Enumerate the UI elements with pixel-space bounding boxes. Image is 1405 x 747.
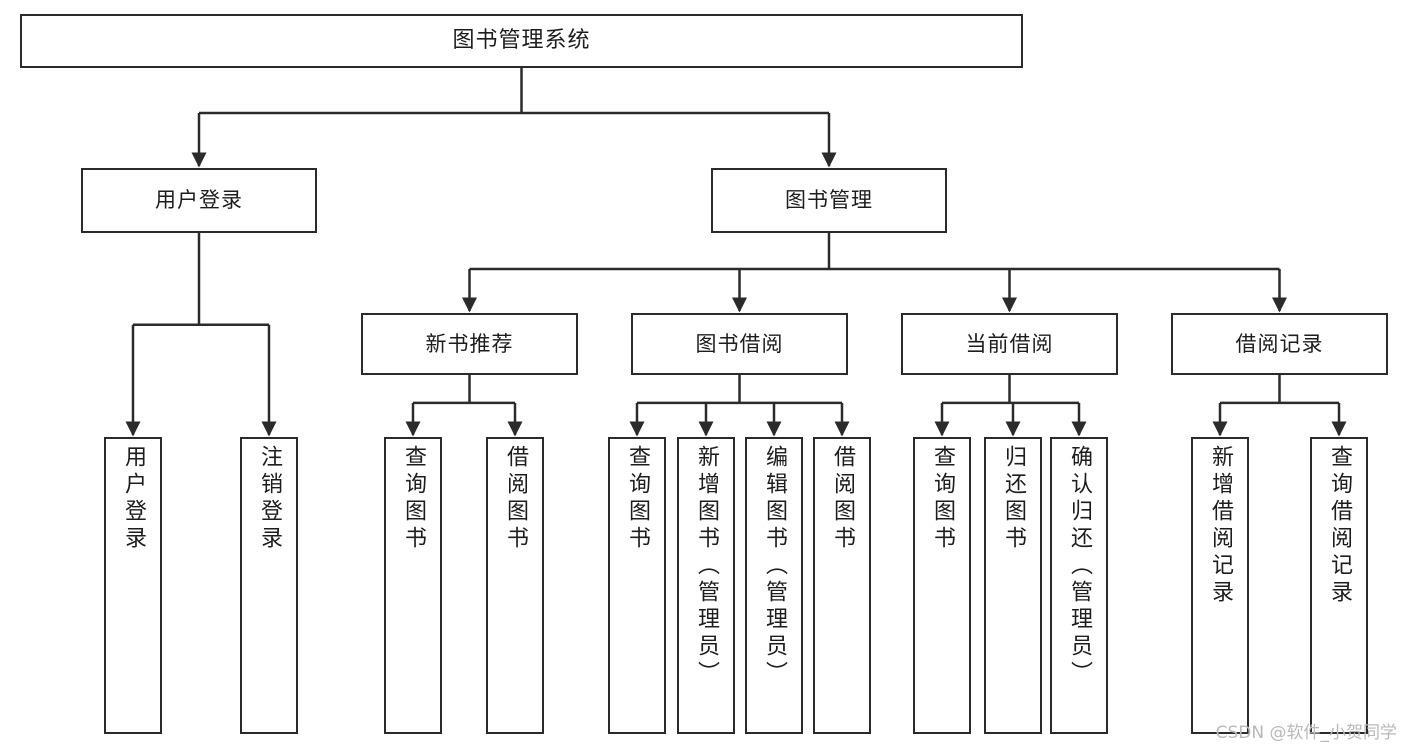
node-label: 图书管理 [785, 188, 873, 213]
node-label: 查询借阅记录 [1327, 445, 1352, 607]
node-label: 当前借阅 [965, 331, 1054, 356]
diagram-node-lf-8[interactable]: 借阅图书 [813, 437, 871, 734]
node-label: 借阅记录 [1235, 331, 1324, 356]
diagram-node-lf-12[interactable]: 新增借阅记录 [1191, 437, 1249, 734]
node-label: 新书推荐 [425, 331, 514, 356]
diagram-node-l2-2[interactable]: 图书管理 [711, 168, 947, 233]
diagram-node-l3-3[interactable]: 当前借阅 [901, 313, 1118, 375]
node-label: 查询图书 [930, 445, 955, 553]
node-label: 新增图书（管理员） [694, 445, 719, 688]
diagram-node-l2-1[interactable]: 用户登录 [81, 168, 317, 233]
node-label: 借阅图书 [503, 445, 528, 553]
node-label: 查询图书 [625, 445, 650, 553]
diagram-node-lf-13[interactable]: 查询借阅记录 [1310, 437, 1368, 734]
node-label: 确认归还（管理员） [1067, 445, 1092, 688]
node-label: 注销登录 [257, 445, 282, 553]
diagram-node-lf-10[interactable]: 归还图书 [984, 437, 1042, 734]
diagram-node-lf-6[interactable]: 新增图书（管理员） [677, 437, 735, 734]
diagram-node-lf-5[interactable]: 查询图书 [608, 437, 666, 734]
diagram-node-l3-1[interactable]: 新书推荐 [361, 313, 578, 375]
node-label: 用户登录 [155, 188, 243, 213]
node-label: 借阅图书 [830, 445, 855, 553]
diagram-node-lf-3[interactable]: 查询图书 [384, 437, 442, 734]
node-label: 图书借阅 [695, 331, 784, 356]
diagram-node-root[interactable]: 图书管理系统 [20, 14, 1023, 68]
node-label: 图书管理系统 [452, 28, 591, 54]
node-label: 用户登录 [121, 445, 146, 553]
diagram-node-l3-2[interactable]: 图书借阅 [631, 313, 848, 375]
diagram-node-lf-9[interactable]: 查询图书 [913, 437, 971, 734]
node-label: 归还图书 [1001, 445, 1026, 553]
diagram-node-lf-4[interactable]: 借阅图书 [486, 437, 544, 734]
diagram-node-lf-11[interactable]: 确认归还（管理员） [1050, 437, 1108, 734]
diagram-node-l3-4[interactable]: 借阅记录 [1171, 313, 1388, 375]
diagram-node-lf-2[interactable]: 注销登录 [240, 437, 298, 734]
node-label: 查询图书 [401, 445, 426, 553]
diagram-node-lf-1[interactable]: 用户登录 [104, 437, 162, 734]
node-label: 新增借阅记录 [1208, 445, 1233, 607]
diagram-node-lf-7[interactable]: 编辑图书（管理员） [745, 437, 803, 734]
node-label: 编辑图书（管理员） [762, 445, 787, 688]
